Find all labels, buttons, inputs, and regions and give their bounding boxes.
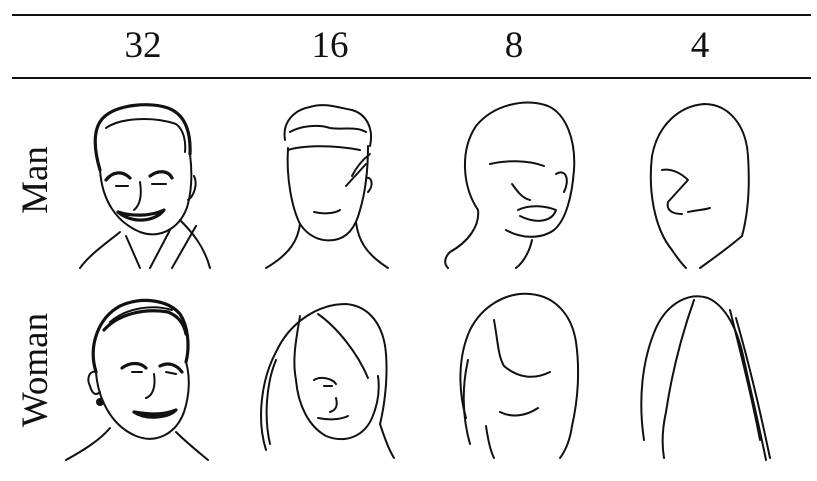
sketch-grid	[65, 101, 771, 461]
column-header-16: 16	[311, 25, 349, 66]
header-rule	[12, 77, 811, 79]
detailed-woman-face-sketch-icon	[65, 298, 209, 461]
man-face-sketch-icon	[265, 104, 389, 269]
minimal-woman-face-sketch-icon	[640, 295, 771, 461]
column-header-32: 32	[124, 25, 162, 66]
simplified-woman-face-sketch-icon	[459, 292, 580, 459]
woman-face-sketch-icon	[260, 303, 395, 459]
top-rule	[12, 14, 811, 16]
minimal-man-face-sketch-icon	[649, 103, 750, 269]
detailed-man-face-sketch-icon	[79, 103, 211, 269]
column-header-8: 8	[504, 25, 524, 66]
column-header-4: 4	[690, 25, 710, 66]
simplified-man-face-sketch-icon	[444, 101, 576, 269]
